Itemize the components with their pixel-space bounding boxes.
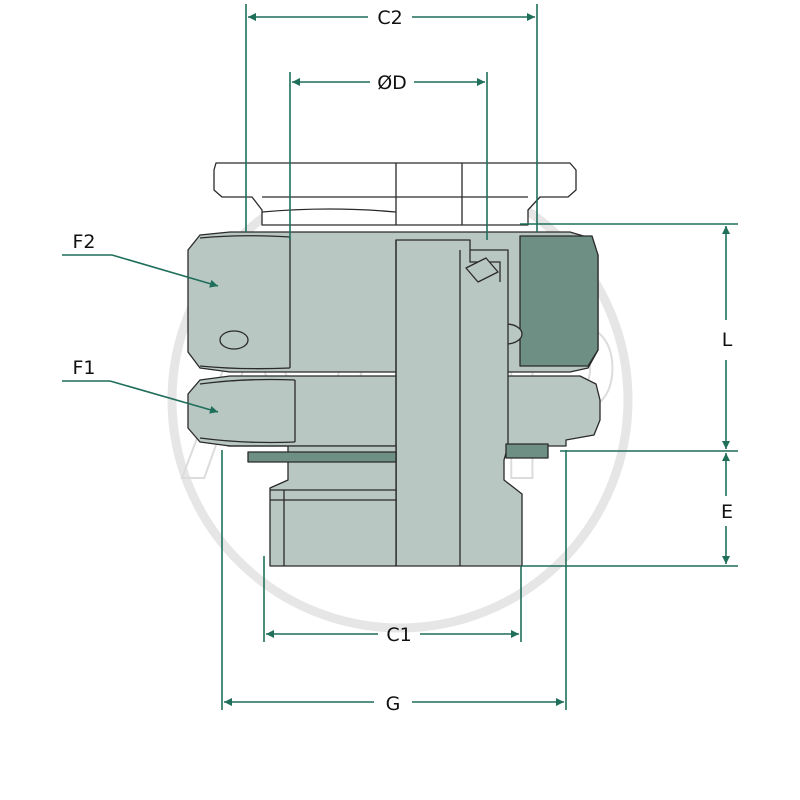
- label-f1: F1: [72, 357, 95, 379]
- label-c2: C2: [377, 7, 402, 29]
- dimension-labels: C2 ØD F2 F1 L E C1 G: [72, 7, 733, 715]
- label-c1: C1: [386, 624, 411, 646]
- central-body: [395, 239, 523, 567]
- fitting-body: [187, 162, 601, 567]
- key-slot: [465, 257, 499, 283]
- dark-face-f2: [519, 235, 599, 367]
- oring-right: [505, 443, 549, 459]
- leader-f1: [109, 380, 219, 414]
- nut-f1: [187, 375, 601, 447]
- label-e: E: [721, 501, 733, 523]
- label-f2: F2: [72, 231, 95, 253]
- label-g: G: [386, 693, 401, 715]
- hole-f2: [219, 330, 249, 350]
- top-flange: [213, 162, 577, 226]
- leader-f2: [111, 254, 219, 288]
- label-l: L: [722, 329, 733, 351]
- label-od: ØD: [377, 72, 407, 94]
- seal-ring: [247, 451, 397, 463]
- dimension-lines: [62, 4, 738, 710]
